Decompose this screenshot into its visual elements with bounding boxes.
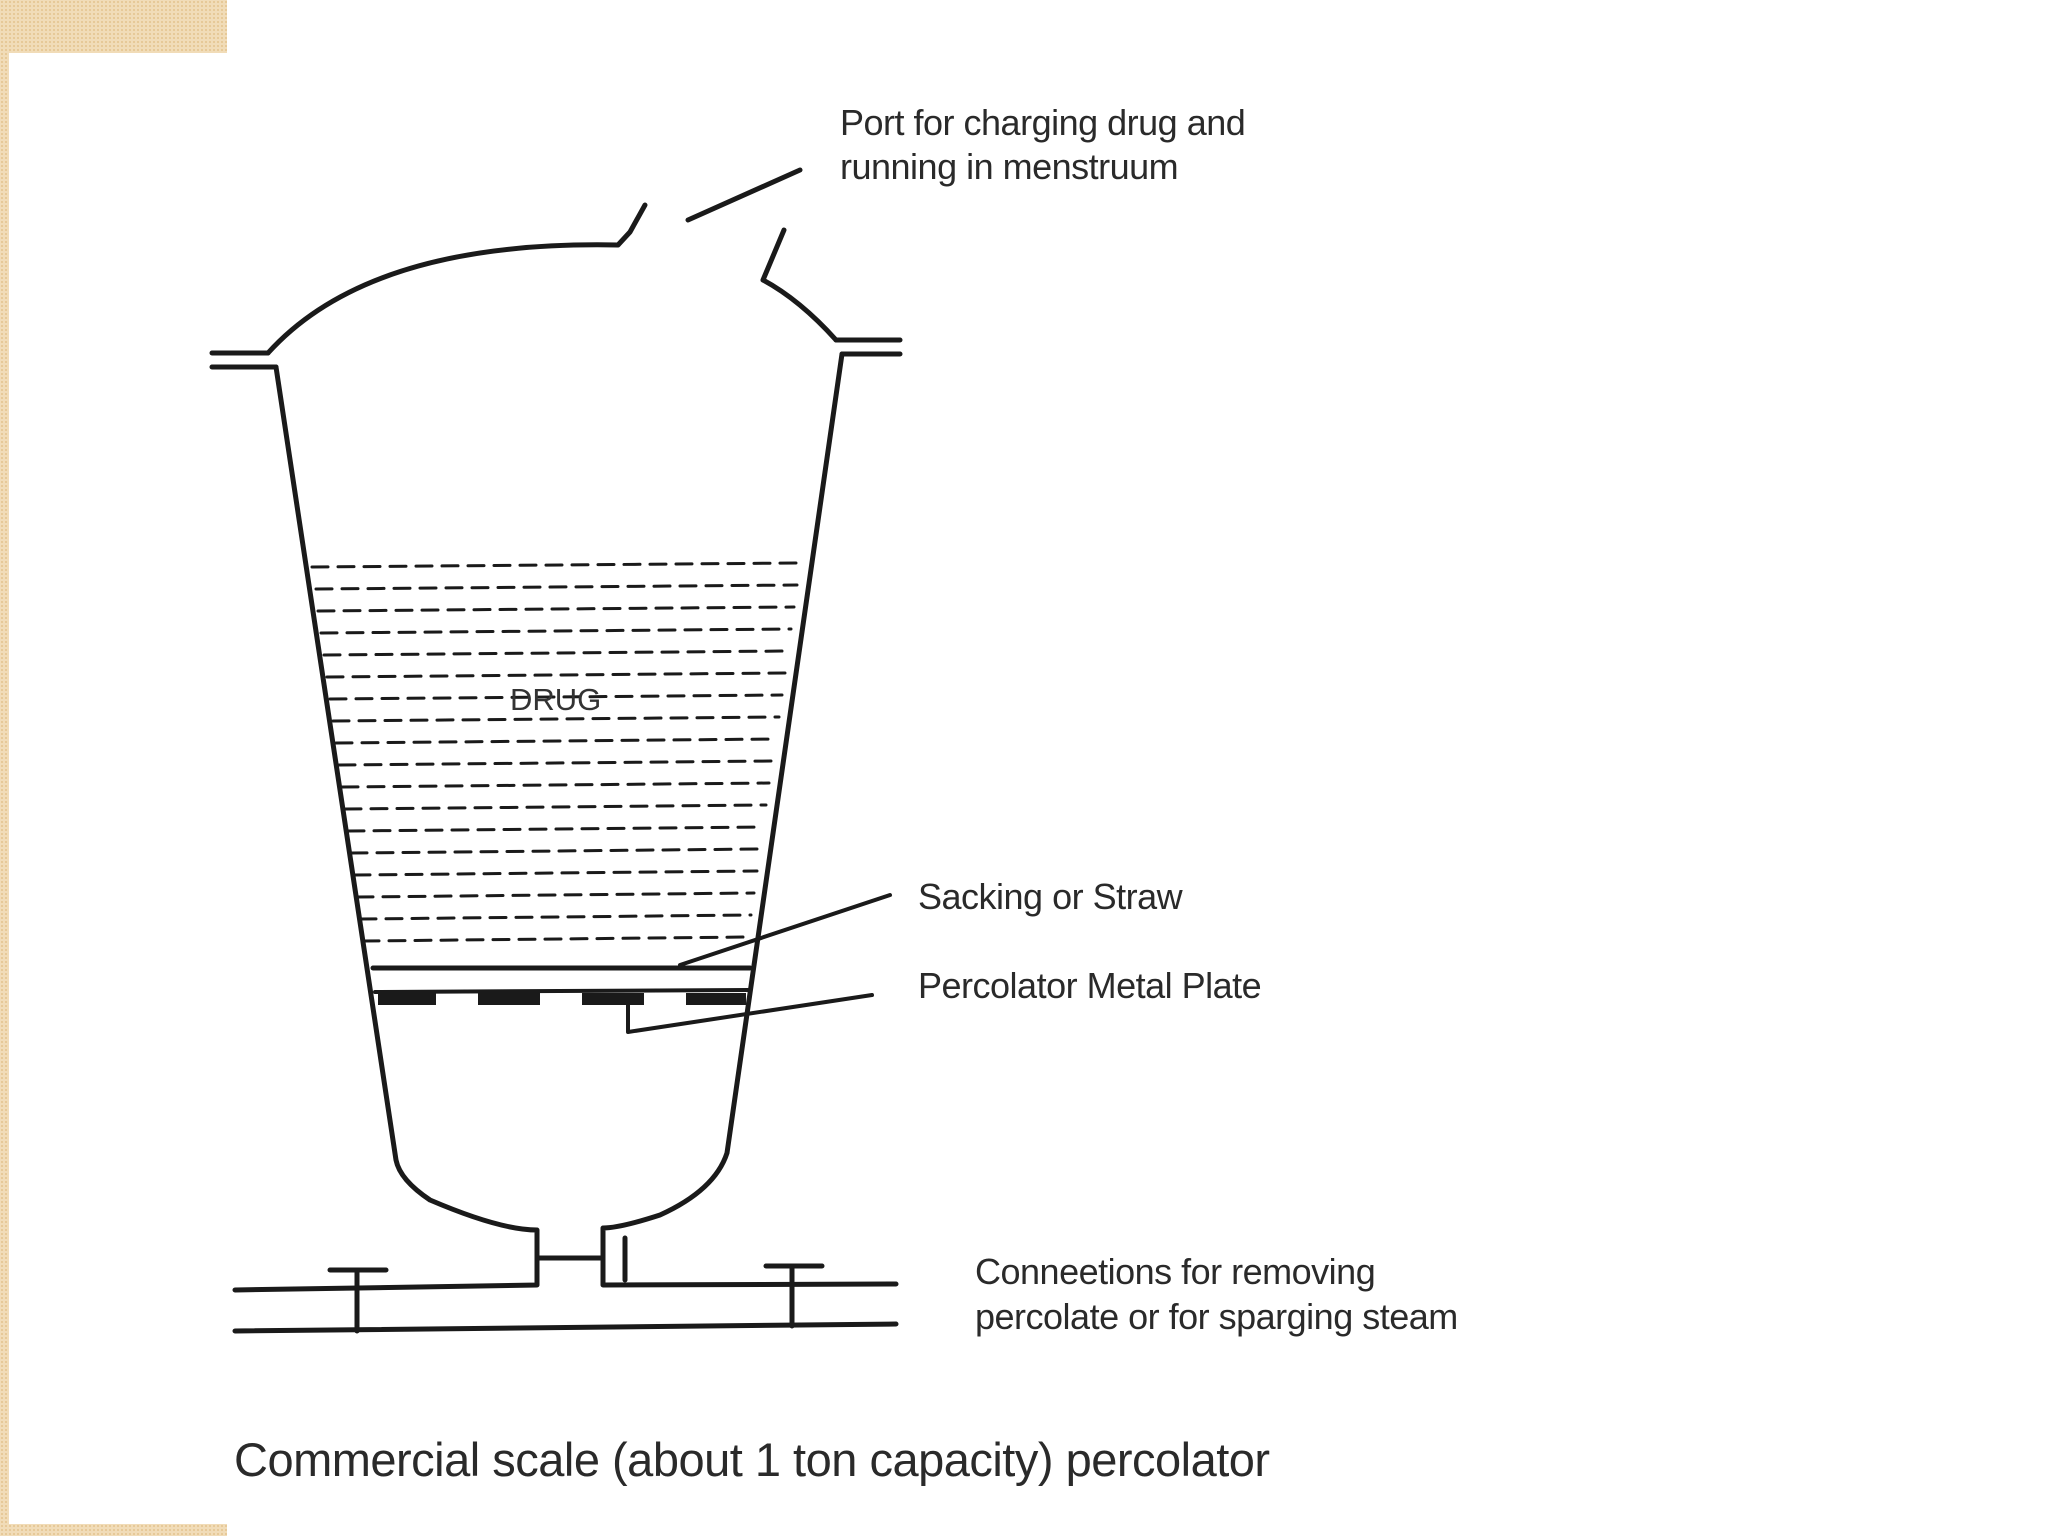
- left-flange: [209, 350, 279, 370]
- bottom-pipe: [232, 1321, 899, 1334]
- slide-canvas: [9, 53, 2048, 1524]
- sacking-pointer-line: [678, 893, 892, 967]
- decorative-border-bottom: [0, 1524, 227, 1536]
- connections-label-line1: Conneetions for removing: [975, 1251, 1376, 1292]
- valve-right: [763, 1263, 825, 1329]
- metal-plate-label: Percolator Metal Plate: [918, 965, 1262, 1006]
- port-label-line2: running in menstruum: [840, 146, 1179, 187]
- vessel-wall-right: [600, 351, 899, 1288]
- sacking-layer: [370, 893, 892, 971]
- decorative-border-left: [0, 0, 9, 1536]
- figure-caption: Commercial scale (about 1 ton capacity) …: [234, 1433, 1270, 1486]
- plate-pointer-line: [626, 993, 874, 1034]
- outlet-valve: [534, 1235, 628, 1283]
- metal-plate: [373, 988, 874, 1034]
- dome-lid: [265, 167, 839, 356]
- right-flange: [833, 337, 903, 357]
- decorative-border-top: [0, 0, 227, 53]
- valve-left: [327, 1267, 389, 1334]
- connections-label-line2: percolate or for sparging steam: [975, 1296, 1458, 1337]
- sacking-label: Sacking or Straw: [918, 876, 1183, 917]
- port-pointer-line: [685, 167, 803, 223]
- vessel-wall-left: [232, 364, 540, 1293]
- port-label-line1: Port for charging drug and: [840, 102, 1246, 143]
- drug-bed: [310, 561, 801, 943]
- drug-label: DRUG: [510, 682, 602, 717]
